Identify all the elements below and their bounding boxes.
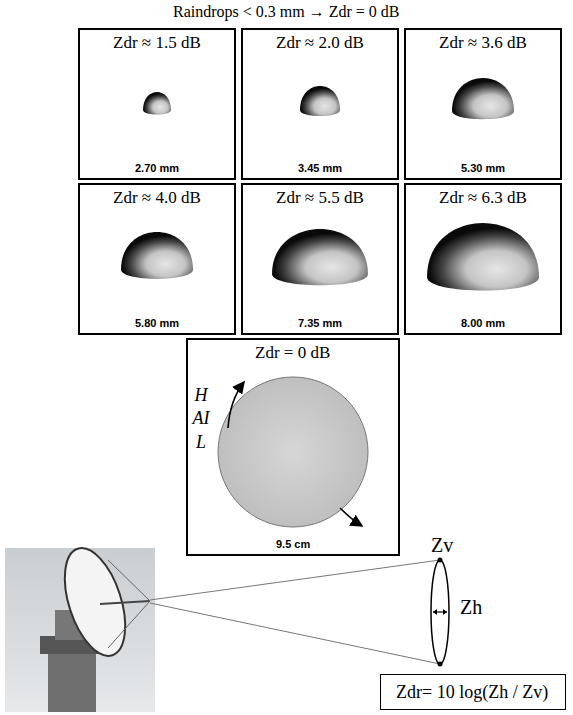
title: Raindrops < 0.3 mm → Zdr = 0 dB — [173, 3, 399, 21]
raindrop — [272, 229, 368, 285]
raindrop — [427, 223, 539, 291]
size-label: 2.70 mm — [135, 162, 179, 174]
zdr-value: Zdr ≈ 4.0 dB — [113, 188, 201, 208]
tumble-arrow — [228, 382, 244, 428]
hailstone — [218, 377, 368, 527]
polarization-label: Zv — [429, 534, 455, 557]
formula: Zdr= 10 log(Zh / Zv) — [396, 682, 548, 703]
raindrop — [143, 92, 171, 115]
tumble-arrow — [340, 508, 362, 526]
size-label: 8.00 mm — [461, 317, 505, 329]
zdr-value: Zdr ≈ 3.6 dB — [439, 33, 527, 53]
raindrop — [300, 86, 340, 116]
zdr-value: Zdr ≈ 1.5 dB — [113, 33, 201, 53]
drop-box: Zdr ≈ 1.5 dB 2.70 mm — [78, 28, 236, 180]
drop-box: Zdr ≈ 3.6 dB 5.30 mm — [404, 28, 562, 180]
size-label: 5.80 mm — [135, 317, 179, 329]
formula-box: Zdr= 10 log(Zh / Zv) — [380, 674, 566, 710]
drop-box: Zdr ≈ 4.0 dB 5.80 mm — [78, 183, 236, 335]
zdr-value: Zdr ≈ 2.0 dB — [276, 33, 364, 53]
drop-box: Zdr ≈ 2.0 dB 3.45 mm — [241, 28, 399, 180]
raindrop — [121, 232, 193, 279]
polarization-label: Zh — [458, 596, 484, 619]
radar-photo — [5, 541, 155, 712]
drop-box: Zdr ≈ 5.5 dB 7.35 mm — [241, 183, 399, 335]
drop-box: Zdr ≈ 6.3 dB 8.00 mm — [404, 183, 562, 335]
hail-box: Zdr = 0 dB HAIL 9.5 cm — [186, 338, 400, 556]
size-label: 7.35 mm — [298, 317, 342, 329]
radar-beam — [150, 558, 449, 667]
vertical-label: HAIL — [192, 384, 210, 454]
raindrop — [452, 78, 514, 119]
zdr-value: Zdr ≈ 6.3 dB — [439, 188, 527, 208]
zdr-value: Zdr ≈ 5.5 dB — [276, 188, 364, 208]
zdr-value: Zdr = 0 dB — [255, 343, 330, 363]
size-label: 9.5 cm — [276, 538, 310, 550]
size-label: 3.45 mm — [298, 162, 342, 174]
size-label: 5.30 mm — [461, 162, 505, 174]
